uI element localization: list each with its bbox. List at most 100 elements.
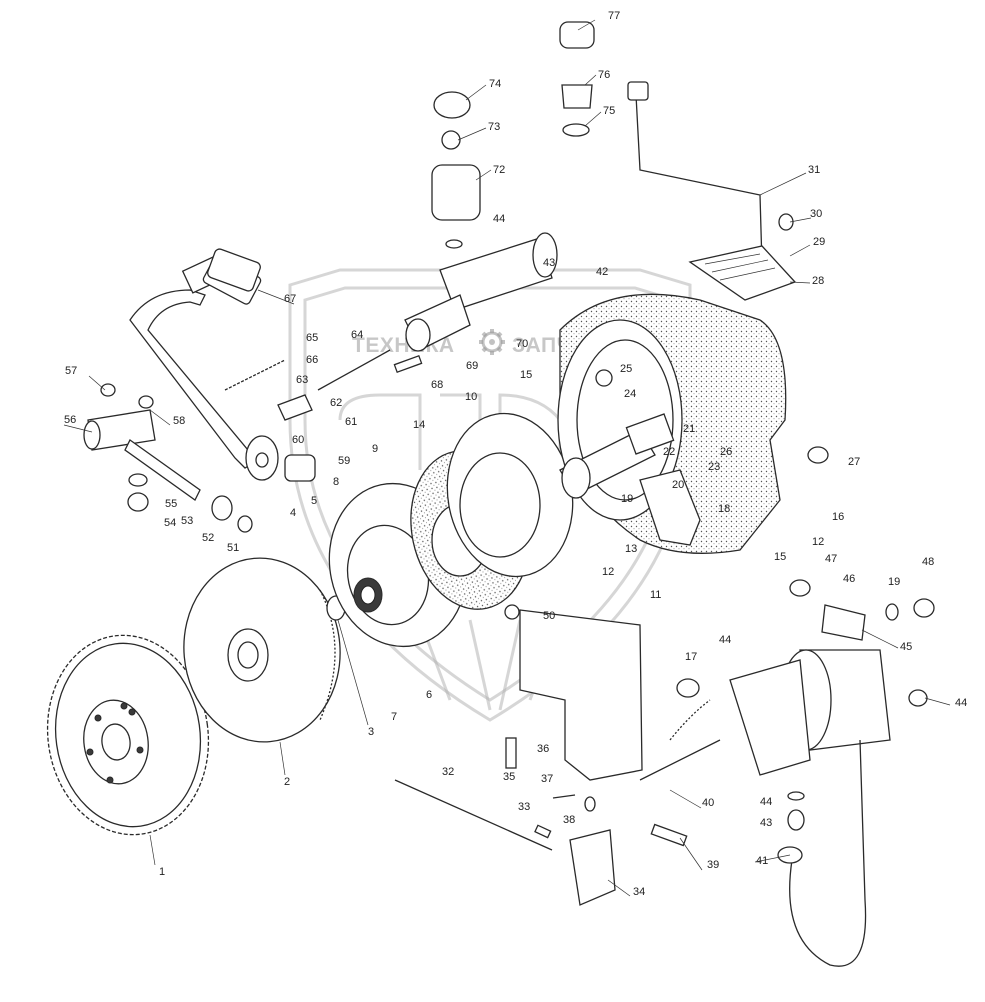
- callout-label: 41: [756, 855, 768, 867]
- callout-label: 67: [284, 293, 296, 305]
- hydraulic-pipe: [635, 94, 763, 266]
- mounting-bracket: [519, 609, 643, 781]
- callout-label: 66: [306, 354, 318, 366]
- washer-56: [128, 473, 148, 487]
- callout-label: 6: [426, 689, 432, 701]
- callout-label: 64: [351, 329, 363, 341]
- callout-label: 72: [493, 164, 505, 176]
- washer-44-top: [445, 239, 463, 249]
- clutch-pedal-lever: [129, 254, 279, 481]
- flywheel-plate: [183, 557, 341, 743]
- master-cylinder: [404, 232, 558, 352]
- callout-label: 3: [368, 726, 374, 738]
- callout-label: 26: [720, 446, 732, 458]
- callout-label: 22: [663, 446, 675, 458]
- callout-label: 38: [563, 814, 575, 826]
- gear-icon: [479, 329, 505, 355]
- release-fork: [639, 469, 701, 546]
- callout-label: 34: [633, 886, 645, 898]
- callout-label: 8: [333, 476, 339, 488]
- callout-labels: 1 2 3 4 5 6 7 8 9 10 11 12 12 13 14 15 1…: [64, 10, 967, 898]
- callout-label: 12: [602, 566, 614, 578]
- fitting-43-lower: [787, 809, 805, 831]
- callout-label: 15: [774, 551, 786, 563]
- callout-label: 73: [488, 121, 500, 133]
- callout-label: 52: [202, 532, 214, 544]
- bolt-36: [505, 737, 517, 769]
- callout-label: 77: [608, 10, 620, 22]
- callout-label: 53: [181, 515, 193, 527]
- reservoir-adapter: [441, 130, 461, 150]
- callout-label: 68: [431, 379, 443, 391]
- callout-label: 4: [290, 507, 296, 519]
- callout-label: 14: [413, 419, 425, 431]
- bolt-51: [504, 604, 520, 620]
- pipe-fitting: [627, 81, 649, 101]
- callout-label: 7: [391, 711, 397, 723]
- callout-label: 12: [812, 536, 824, 548]
- ring-gear-flywheel: [46, 634, 210, 836]
- callout-label: 61: [345, 416, 357, 428]
- plug-28: [807, 446, 829, 464]
- callout-label: 46: [843, 573, 855, 585]
- release-bearing: [559, 413, 675, 499]
- washer-39: [584, 796, 596, 812]
- leader-lines: [63, 19, 951, 897]
- bolt-58: [100, 383, 116, 397]
- callout-label: 70: [516, 338, 528, 350]
- washer-76: [562, 123, 590, 137]
- nut-50: [913, 598, 935, 618]
- callout-label: 37: [541, 773, 553, 785]
- callout-label: 56: [64, 414, 76, 426]
- callout-label: 29: [813, 236, 825, 248]
- callout-label: 57: [65, 365, 77, 377]
- bolt-40: [650, 823, 688, 847]
- callout-label: 40: [702, 797, 714, 809]
- callout-label: 33: [518, 801, 530, 813]
- callout-label: 21: [683, 423, 695, 435]
- callout-label: 17: [685, 651, 697, 663]
- callout-label: 58: [173, 415, 185, 427]
- callout-label: 31: [808, 164, 820, 176]
- reservoir-cap: [433, 91, 471, 119]
- callout-label: 44: [955, 697, 967, 709]
- callout-label: 65: [306, 332, 318, 344]
- callout-label: 19: [888, 576, 900, 588]
- callout-label: 30: [810, 208, 822, 220]
- yoke-63: [277, 394, 313, 421]
- callout-label: 16: [832, 511, 844, 523]
- callout-label: 20: [672, 479, 684, 491]
- callout-label: 43: [760, 817, 772, 829]
- reservoir-body: [431, 164, 481, 221]
- bolt-31: [778, 213, 794, 231]
- pressure-plate-assembly: [328, 412, 574, 648]
- callout-label: 50: [543, 610, 555, 622]
- callout-label: 27: [848, 456, 860, 468]
- callout-label: 25: [620, 363, 632, 375]
- callout-label: 2: [284, 776, 290, 788]
- callout-label: 45: [900, 641, 912, 653]
- bolt-59: [138, 395, 154, 409]
- nut-48: [789, 579, 811, 597]
- callout-label: 44: [760, 796, 772, 808]
- callout-label: 9: [372, 443, 378, 455]
- ring-52: [237, 515, 253, 533]
- callout-label: 55: [165, 498, 177, 510]
- callout-label: 54: [164, 517, 176, 529]
- bushing-60: [284, 454, 316, 482]
- callout-label: 13: [625, 543, 637, 555]
- callout-label: 51: [227, 542, 239, 554]
- watermark-letter-mark: [338, 393, 620, 472]
- bolt-45: [908, 689, 928, 707]
- callout-label: 18: [718, 503, 730, 515]
- callout-label: 76: [598, 69, 610, 81]
- callout-label: 42: [596, 266, 608, 278]
- callout-label: 32: [442, 766, 454, 778]
- gasket-68: [207, 248, 261, 292]
- bolt-69: [393, 354, 423, 374]
- callout-label: 19: [621, 493, 633, 505]
- brake-hose: [789, 739, 867, 967]
- callout-label: 47: [825, 553, 837, 565]
- callout-label: 24: [624, 388, 636, 400]
